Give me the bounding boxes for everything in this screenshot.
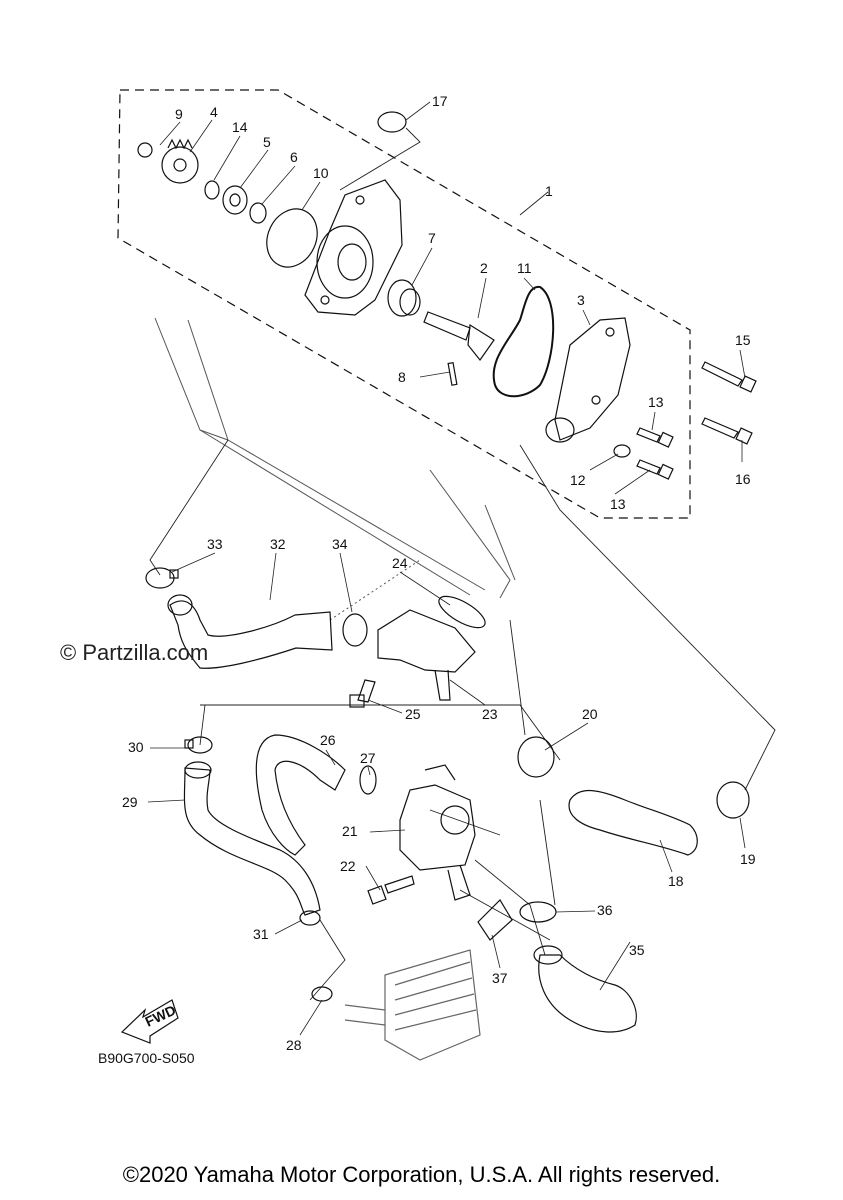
circlip-part-9	[137, 142, 153, 158]
callout-28: 28	[286, 1037, 302, 1053]
o-ring-part-17	[377, 111, 407, 133]
callout-19: 19	[740, 851, 756, 867]
callout-30: 30	[128, 739, 144, 755]
callout-8: 8	[398, 369, 406, 385]
callout-10: 10	[313, 165, 329, 181]
callout-14: 14	[232, 119, 248, 135]
callout-17: 17	[432, 93, 448, 109]
hose-part-32-end	[167, 594, 193, 616]
assembly-boundary	[117, 89, 691, 519]
callout-27: 27	[360, 750, 376, 766]
mechanical-seal-part-7	[387, 279, 421, 317]
thermostat-body-part-21	[399, 764, 476, 901]
callout-5: 5	[263, 134, 271, 150]
bolt-part-25	[349, 679, 376, 708]
callout-15: 15	[735, 332, 751, 348]
callout-9: 9	[175, 106, 183, 122]
bolt-part-16	[701, 417, 753, 445]
bolt-part-13-upper	[636, 427, 674, 448]
fwd-arrow-icon	[120, 999, 179, 1044]
partzilla-watermark: © Partzilla.com	[60, 640, 209, 665]
callout-11: 11	[517, 260, 532, 276]
callout-7: 7	[428, 230, 436, 246]
clamp-part-28	[311, 986, 333, 1002]
callout-6: 6	[290, 149, 298, 165]
clamp-part-34	[342, 613, 368, 647]
clamp-part-33	[145, 567, 179, 589]
bolt-part-22	[367, 875, 415, 905]
callout-2: 2	[480, 260, 488, 276]
clamp-part-36	[519, 901, 557, 923]
callout-13-upper: 13	[648, 394, 664, 410]
callout-13-lower: 13	[610, 496, 626, 512]
clamp-part-20	[517, 736, 555, 778]
callout-24: 24	[392, 555, 408, 571]
bearing-part-5	[222, 185, 248, 215]
hose-part-35-end	[533, 945, 563, 965]
fwd-label: FWD	[143, 1002, 179, 1030]
bracket-part-37	[477, 899, 513, 941]
hose-part-18	[568, 789, 698, 856]
callout-21: 21	[342, 823, 358, 839]
pump-housing	[304, 179, 403, 316]
dowel-pin-part-8	[447, 361, 458, 386]
callout-29: 29	[122, 794, 138, 810]
callout-20: 20	[582, 706, 598, 722]
callout-31: 31	[253, 926, 269, 942]
washer-part-14	[204, 180, 220, 200]
leader-lines	[149, 127, 776, 1001]
callout-26: 26	[320, 732, 336, 748]
callout-32: 32	[270, 536, 286, 552]
callout-23: 23	[482, 706, 498, 722]
hose-part-26	[255, 734, 346, 856]
o-ring-part-24	[438, 595, 486, 629]
clamp-part-19	[716, 781, 750, 819]
seal-part-6	[249, 202, 267, 224]
gasket-part-11	[492, 285, 555, 398]
callout-1: 1	[545, 183, 553, 199]
hose-part-32	[169, 600, 333, 669]
hose-part-29	[183, 767, 321, 916]
bolt-part-15	[701, 361, 757, 393]
callout-22: 22	[340, 858, 356, 874]
callout-4: 4	[210, 104, 218, 120]
o-ring-part-10	[266, 208, 318, 268]
callout-leaders	[147, 101, 746, 1036]
clamp-part-30	[184, 736, 213, 754]
clamp-part-31	[299, 910, 321, 926]
callout-33: 33	[207, 536, 223, 552]
pump-cover-part-3	[545, 317, 631, 443]
thermostat-housing-part-23	[377, 609, 476, 701]
copyright-notice: ©2020 Yamaha Motor Corporation, U.S.A. A…	[122, 1162, 721, 1187]
gear-part-4	[161, 138, 199, 184]
washer-part-12	[613, 444, 631, 458]
clamp-part-27	[359, 765, 377, 795]
callout-35: 35	[629, 942, 645, 958]
hose-part-29-end	[184, 761, 212, 779]
frame-outline	[154, 317, 516, 621]
callout-12: 12	[570, 472, 586, 488]
callout-16: 16	[735, 471, 751, 487]
callout-18: 18	[668, 873, 684, 889]
callout-25: 25	[405, 706, 421, 722]
callout-3: 3	[577, 292, 585, 308]
callout-36: 36	[597, 902, 613, 918]
oil-cooler	[344, 949, 481, 1061]
bolt-part-13-lower	[636, 459, 674, 480]
impeller-shaft-part-2	[423, 311, 495, 362]
callout-34: 34	[332, 536, 348, 552]
callout-37: 37	[492, 970, 508, 986]
diagram-part-code: B90G700-S050	[98, 1050, 195, 1066]
hose-part-35	[538, 954, 637, 1033]
